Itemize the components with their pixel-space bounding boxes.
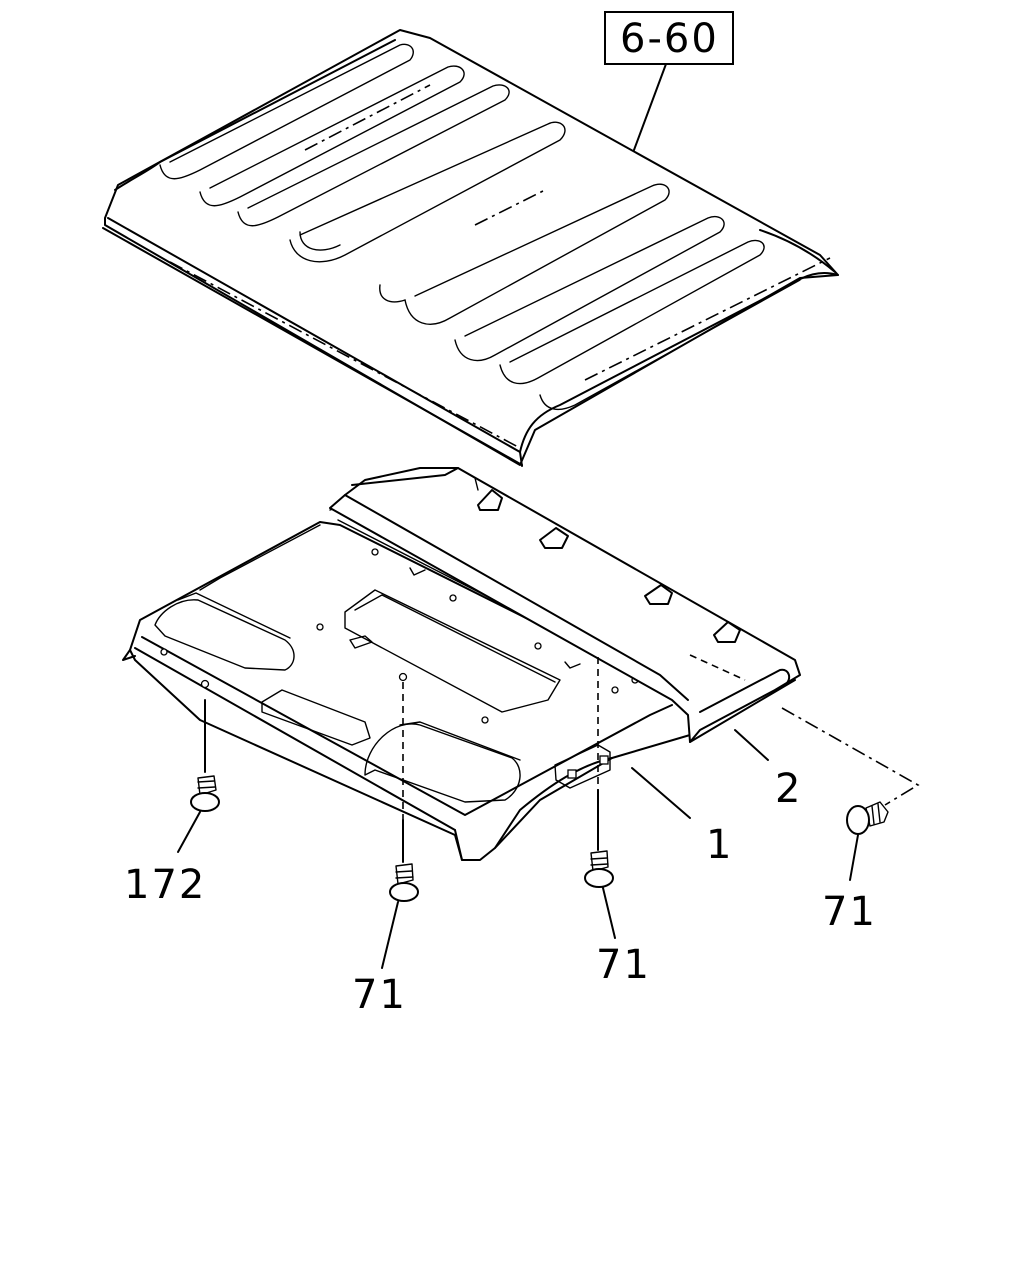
label-2: 2 [775,766,802,812]
label-71-mid-right: 71 [596,942,651,988]
label-172: 172 [124,862,206,908]
callout-2: 2 [734,729,802,812]
clip-172: 172 [124,699,220,908]
label-71-far-right: 71 [822,889,877,935]
rear-trim-panel [329,467,801,743]
ref-label-6-60: 6-60 [620,16,719,62]
headlining-panel [122,504,691,861]
clip-71-center: 71 [352,682,419,1018]
label-71-center: 71 [352,972,407,1018]
callout-1: 1 [631,767,733,868]
roof-panel [102,29,839,467]
clip-71-far-right: 71 [781,707,920,935]
label-1: 1 [706,822,733,868]
ref-callout-6-60: 6-60 [604,11,734,151]
clip-71-mid-right: 71 [584,657,651,988]
